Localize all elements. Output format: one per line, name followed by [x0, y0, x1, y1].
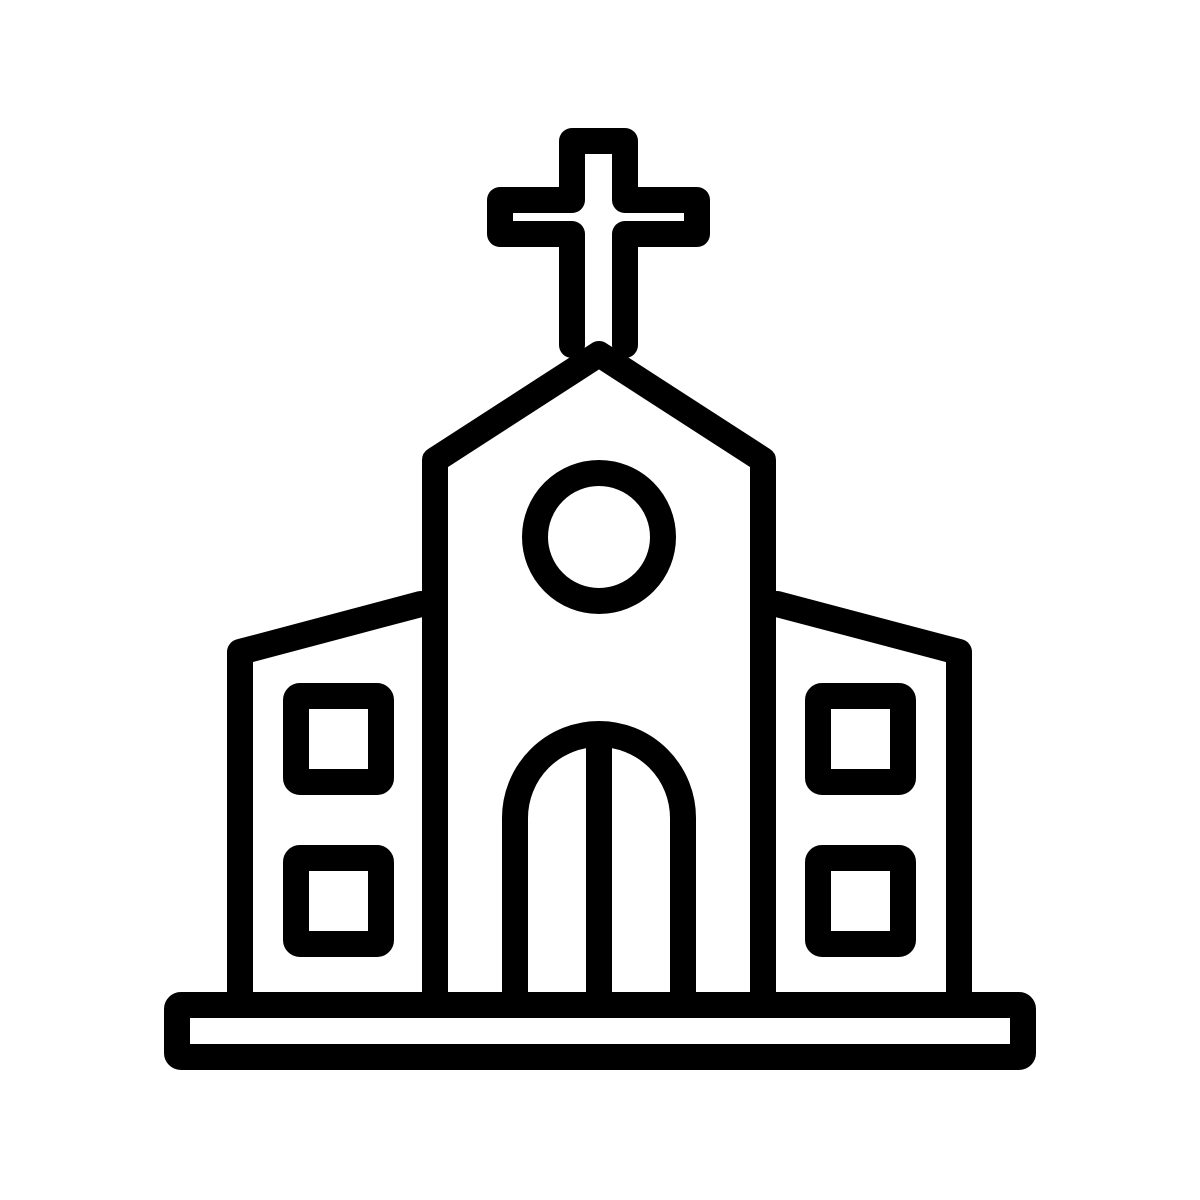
rose-window — [522, 460, 676, 614]
right-wing — [764, 591, 972, 1008]
right-upper-window — [805, 683, 916, 795]
left-upper-window — [283, 683, 394, 795]
church-outline — [164, 128, 1036, 1070]
cross-icon — [487, 128, 710, 358]
base-platform — [164, 992, 1036, 1070]
church-tower — [422, 341, 776, 1008]
left-wing — [227, 591, 434, 1008]
right-lower-window — [805, 845, 916, 957]
left-lower-window — [283, 845, 394, 957]
